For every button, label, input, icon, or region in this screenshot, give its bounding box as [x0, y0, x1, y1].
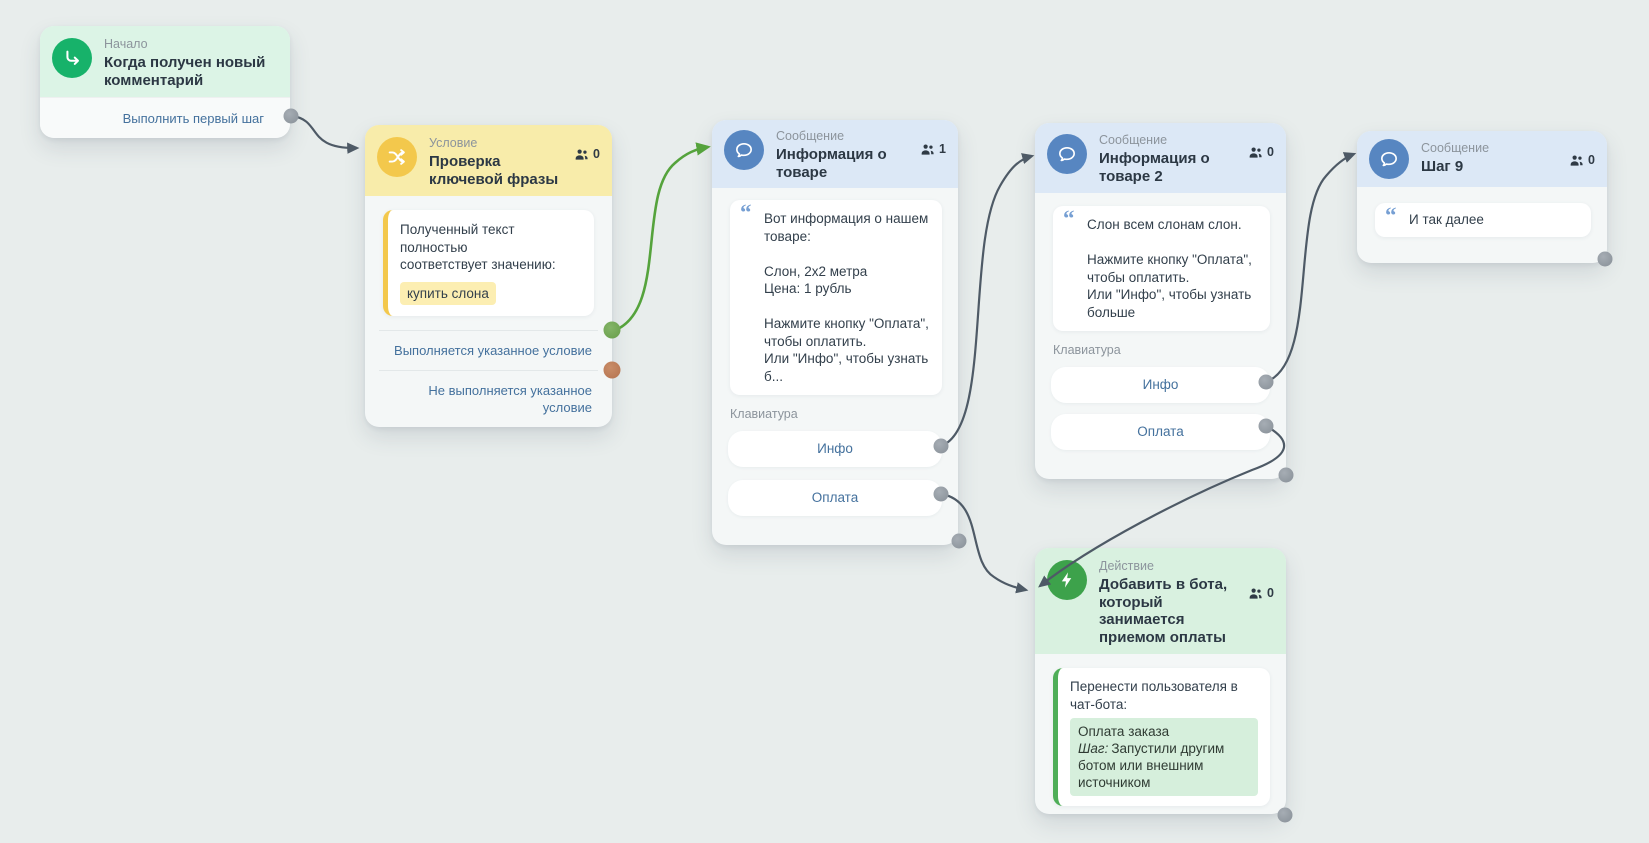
node-title: Когда получен новый комментарий: [104, 54, 266, 89]
action-step-text: Запустили другим ботом или внешним источ…: [1078, 741, 1225, 790]
node-message-product-info[interactable]: Сообщение Информация о товаре 1 “ Вот ин…: [712, 120, 958, 545]
node-message-step-9[interactable]: Сообщение Шаг 9 0 “ И так далее: [1357, 131, 1607, 263]
audience-count: 0: [1267, 586, 1274, 600]
action-target-chip: Оплата заказа Шаг:Запустили другим ботом…: [1070, 718, 1258, 796]
port-message2-button-info[interactable]: [1258, 374, 1274, 390]
chat-bubble-icon: [1047, 134, 1087, 174]
users-icon: [921, 144, 934, 155]
keyboard-button-pay[interactable]: Оплата: [1051, 414, 1270, 450]
node-title: Информация о товаре 2: [1099, 150, 1210, 185]
node-message1-header: Сообщение Информация о товаре 1: [712, 120, 958, 188]
edge-start-to-condition: [292, 114, 360, 154]
message1-text-card[interactable]: “ Вот информация о нашем товаре: Слон, 2…: [730, 200, 942, 395]
action-target-bot: Оплата заказа: [1078, 724, 1170, 739]
node-message3-header: Сообщение Шаг 9 0: [1357, 131, 1607, 187]
condition-rule-text: Полученный текст полностью соответствует…: [400, 222, 556, 272]
users-icon: [575, 149, 588, 160]
users-icon: [1249, 588, 1262, 599]
start-arrow-icon: [52, 38, 92, 78]
port-message1-next[interactable]: [951, 533, 967, 549]
node-type-label: Условие: [429, 136, 478, 150]
audience-badge: 0: [1569, 153, 1595, 167]
node-title: Шаг 9: [1421, 158, 1464, 175]
keyboard-label: Клавиатура: [730, 407, 798, 421]
keyboard-button-pay[interactable]: Оплата: [728, 480, 942, 516]
port-action-next[interactable]: [1277, 807, 1293, 823]
condition-output-match-label: Выполняется указанное условие: [394, 343, 592, 358]
message3-text: И так далее: [1409, 212, 1484, 227]
message2-text-card[interactable]: “ Слон всем слонам слон. Нажмите кнопку …: [1053, 206, 1270, 331]
audience-count: 0: [593, 147, 600, 161]
audience-badge: 0: [1248, 586, 1274, 600]
quote-icon: “: [740, 200, 752, 225]
audience-badge: 1: [920, 142, 946, 156]
quote-icon: “: [1063, 206, 1075, 231]
chat-bubble-icon: [1369, 139, 1409, 179]
node-start-header: Начало Когда получен новый комментарий: [40, 26, 290, 97]
action-transfer-text: Перенести пользователя в чат-бота:: [1070, 679, 1238, 712]
condition-keyword-chip: купить слона: [400, 281, 496, 305]
node-condition-header: Условие Проверка ключевой фразы 0: [365, 125, 612, 196]
node-start[interactable]: Начало Когда получен новый комментарий В…: [40, 26, 290, 138]
condition-rule-card[interactable]: Полученный текст полностью соответствует…: [383, 210, 594, 316]
audience-badge: 0: [1248, 145, 1274, 159]
node-title: Добавить в бота, который занимается прие…: [1099, 576, 1228, 646]
chat-bubble-icon: [724, 130, 764, 170]
edge-condition-match-to-message1: [612, 142, 711, 333]
port-message1-button-pay[interactable]: [933, 486, 949, 502]
node-type-label: Действие: [1099, 559, 1154, 573]
keyboard-button-info[interactable]: Инфо: [1051, 367, 1270, 403]
node-title: Проверка ключевой фразы: [429, 153, 559, 188]
node-type-label: Начало: [104, 37, 148, 51]
node-type-label: Сообщение: [776, 129, 845, 143]
start-first-step-row[interactable]: Выполнить первый шаг: [40, 97, 290, 138]
port-message2-button-pay[interactable]: [1258, 418, 1274, 434]
message1-text: Вот информация о нашем товаре: Слон, 2х2…: [764, 211, 929, 384]
node-message-product-info-2[interactable]: Сообщение Информация о товаре 2 0 “ Слон…: [1035, 123, 1286, 479]
message2-text: Слон всем слонам слон. Нажмите кнопку "О…: [1087, 217, 1252, 320]
node-message2-header: Сообщение Информация о товаре 2 0: [1035, 123, 1286, 193]
shuffle-icon: [377, 137, 417, 177]
quote-icon: “: [1385, 203, 1397, 228]
divider: [379, 370, 598, 371]
start-output-label: Выполнить первый шаг: [122, 111, 264, 126]
lightning-icon: [1047, 560, 1087, 600]
node-action-transfer[interactable]: Действие Добавить в бота, который занима…: [1035, 548, 1286, 814]
node-type-label: Сообщение: [1421, 141, 1490, 155]
port-message3-next[interactable]: [1597, 251, 1613, 267]
message3-text-card[interactable]: “ И так далее: [1375, 203, 1591, 237]
action-detail-card[interactable]: Перенести пользователя в чат-бота: Оплат…: [1053, 668, 1270, 806]
keyboard-label: Клавиатура: [1053, 343, 1121, 357]
audience-count: 0: [1588, 153, 1595, 167]
node-condition[interactable]: Условие Проверка ключевой фразы 0 Получе…: [365, 125, 612, 427]
audience-badge: 0: [574, 147, 600, 161]
port-condition-no-match[interactable]: [603, 361, 621, 379]
port-message2-next[interactable]: [1278, 467, 1294, 483]
node-title: Информация о товаре: [776, 146, 887, 181]
node-action-header: Действие Добавить в бота, который занима…: [1035, 548, 1286, 654]
users-icon: [1570, 155, 1583, 166]
divider: [379, 330, 598, 331]
port-message1-button-info[interactable]: [933, 438, 949, 454]
action-step-prefix: Шаг:: [1078, 741, 1109, 756]
port-condition-match[interactable]: [603, 321, 621, 339]
condition-output-no-match-label: Не выполняется указанное условие: [428, 383, 592, 415]
audience-count: 0: [1267, 145, 1274, 159]
audience-count: 1: [939, 142, 946, 156]
port-start-output[interactable]: [283, 108, 299, 124]
users-icon: [1249, 147, 1262, 158]
node-type-label: Сообщение: [1099, 133, 1168, 147]
keyboard-button-info[interactable]: Инфо: [728, 431, 942, 467]
